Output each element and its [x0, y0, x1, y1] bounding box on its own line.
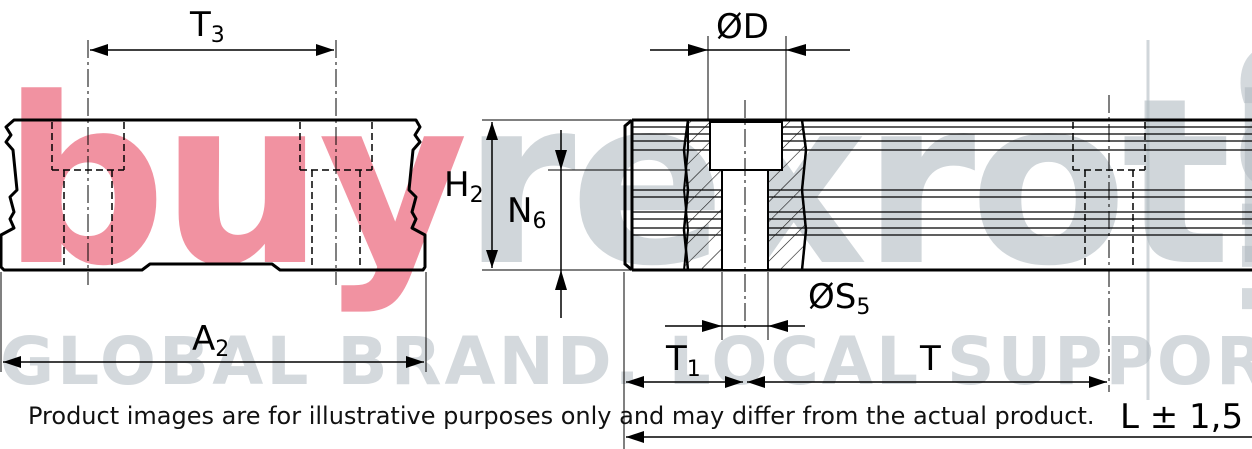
watermark-side-text: com — [1213, 40, 1252, 319]
l-label: L ± 1,5 — [1120, 397, 1243, 437]
n6-label: N6 — [507, 191, 546, 234]
rail-side-outline — [623, 118, 1252, 272]
d-label: ØD — [716, 7, 769, 47]
watermark-brand: buyrexroth — [2, 50, 1252, 317]
rail-cross-section: T3 A2 — [0, 5, 427, 372]
height-dimensions: H2 N6 — [444, 119, 690, 318]
t3-label: T3 — [189, 5, 225, 48]
rail-side-view: ØD ØS5 T1 T L ± 1,5 — [623, 7, 1252, 449]
t-label: T — [919, 339, 941, 379]
h2-label: H2 — [444, 165, 484, 208]
s5-label: ØS5 — [808, 277, 870, 320]
a2-label: A2 — [192, 319, 229, 362]
rail-profile-outline — [0, 118, 427, 272]
t1-label: T1 — [665, 339, 701, 382]
disclaimer-text: Product images are for illustrative purp… — [28, 402, 1095, 430]
left-counterbore — [51, 122, 125, 268]
